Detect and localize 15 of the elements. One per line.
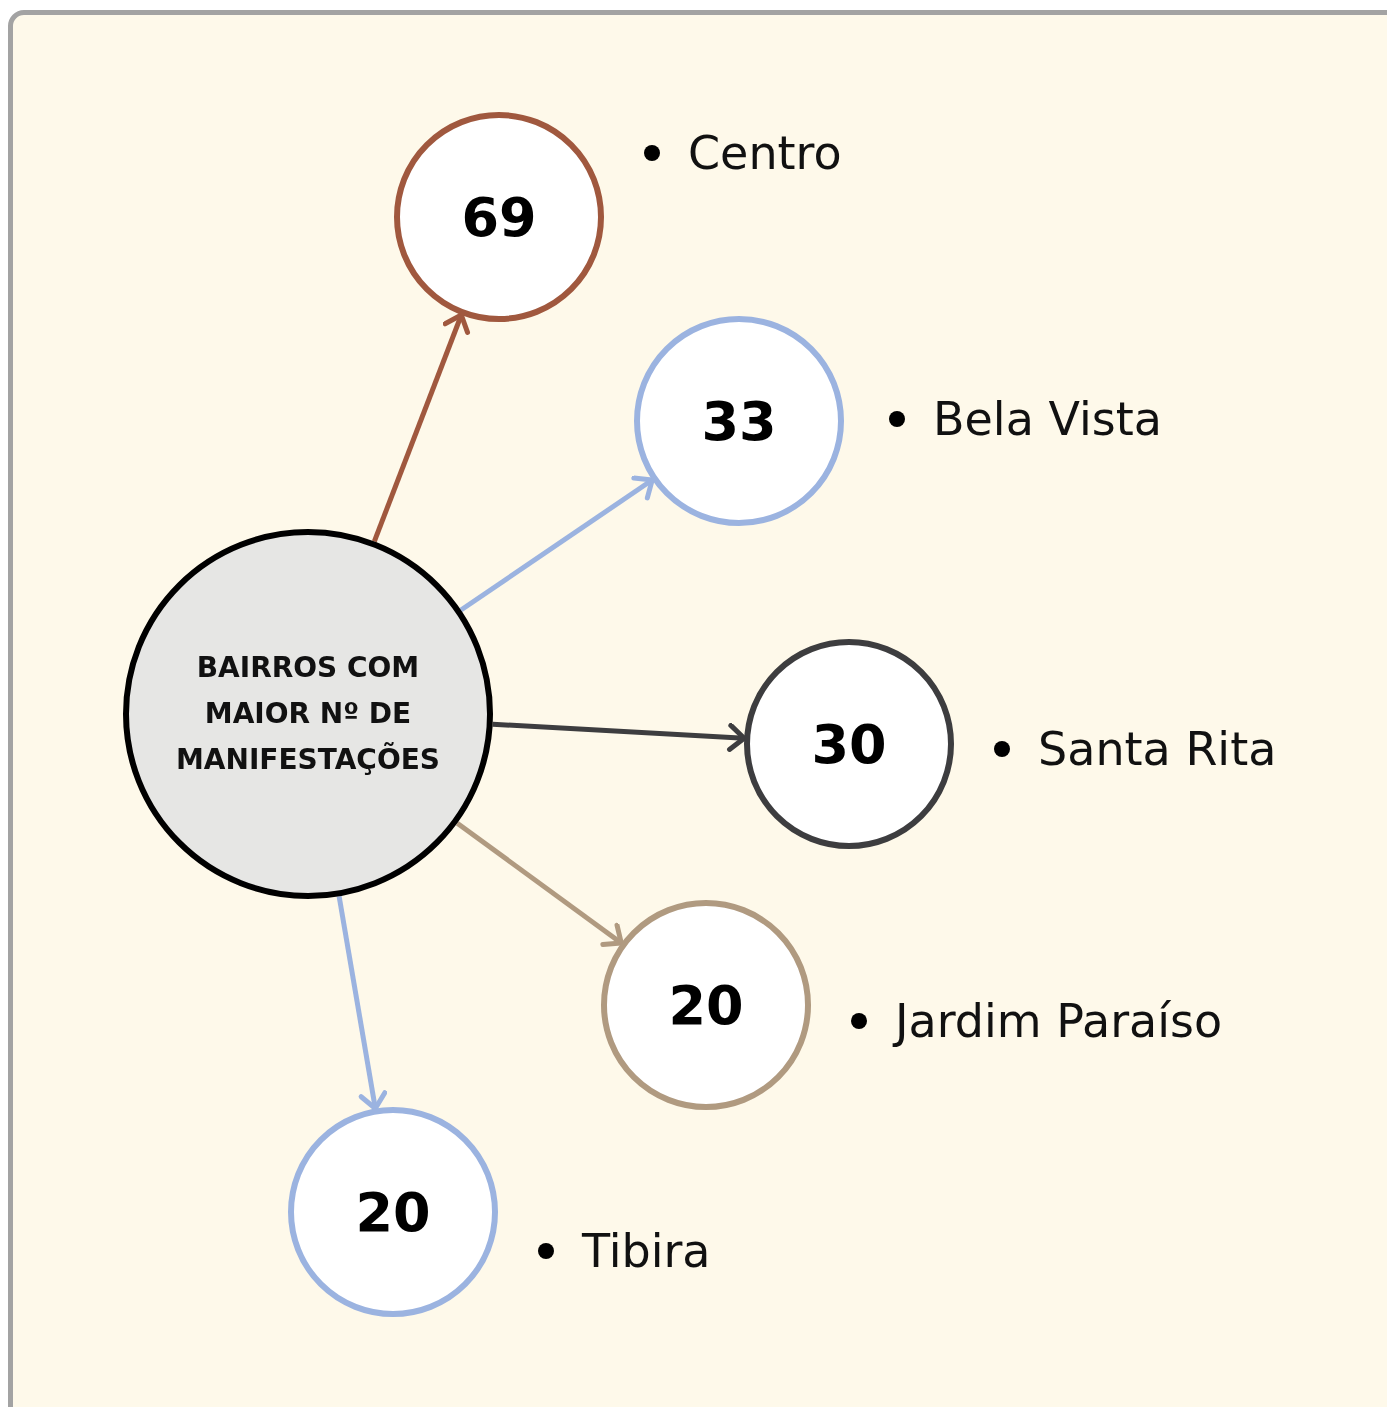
arrow — [455, 821, 624, 947]
arrow — [459, 475, 655, 613]
topic-title: BAIRROS COM MAIOR Nº DE MANIFESTAÇÕES — [174, 650, 441, 778]
count-value: 69 — [461, 185, 537, 249]
count-value: 20 — [355, 1180, 431, 1244]
arrow — [336, 895, 388, 1111]
count-value: 20 — [668, 973, 744, 1037]
neighborhood-name: Tibira — [582, 1224, 711, 1278]
count-value: 33 — [701, 389, 777, 453]
neighborhood-name: Bela Vista — [933, 392, 1162, 446]
neighborhood-name: Centro — [688, 126, 842, 180]
arrow — [372, 312, 470, 543]
count-value: 30 — [811, 712, 887, 776]
arrow — [492, 721, 747, 752]
neighborhood-name: Santa Rita — [1038, 722, 1277, 776]
